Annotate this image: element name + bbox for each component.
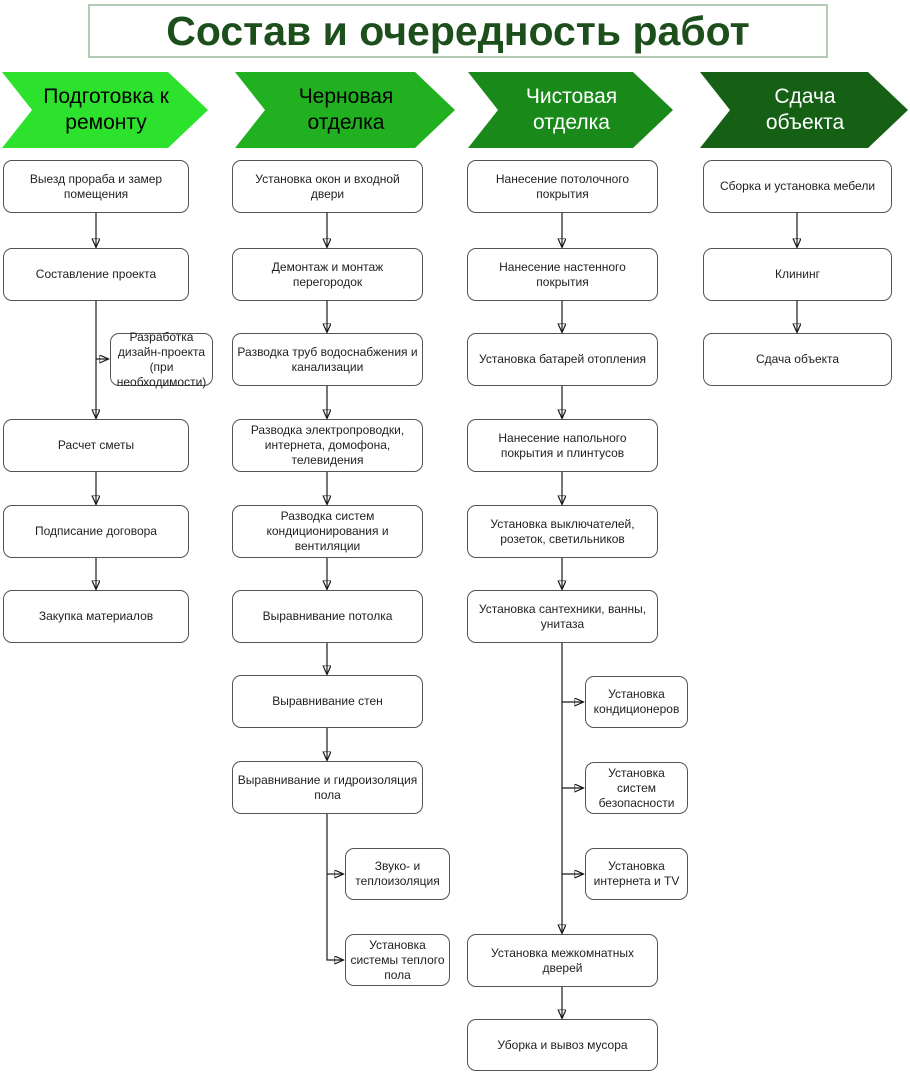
node-air-conditioners: Установка кондиционеров bbox=[585, 676, 688, 728]
node-walls-leveling: Выравнивание стен bbox=[232, 675, 423, 728]
node-furniture-assembly: Сборка и установка мебели bbox=[703, 160, 892, 213]
node-foreman-visit: Выезд прораба и замер помещения bbox=[3, 160, 189, 213]
node-materials-purchase: Закупка материалов bbox=[3, 590, 189, 643]
phase-arrow-handover: Сдача объекта bbox=[700, 72, 908, 148]
node-partitions-demolition: Демонтаж и монтаж перегородок bbox=[232, 248, 423, 301]
node-wall-coating: Нанесение настенного покрытия bbox=[467, 248, 658, 301]
node-handover: Сдача объекта bbox=[703, 333, 892, 386]
column-2-connectors bbox=[327, 213, 343, 960]
node-switches-sockets-lights: Установка выключателей, розеток, светиль… bbox=[467, 505, 658, 558]
node-water-sewer-piping: Разводка труб водоснабжения и канализаци… bbox=[232, 333, 423, 386]
phase-arrow-fine-finishing-label: Чистовая отделка bbox=[525, 85, 618, 134]
node-cost-estimate: Расчет сметы bbox=[3, 419, 189, 472]
phase-arrow-preparation-label: Подготовка к ремонту bbox=[43, 85, 169, 134]
node-interior-doors: Установка межкомнатных дверей bbox=[467, 934, 658, 987]
page-title: Состав и очередность работ bbox=[88, 4, 828, 58]
node-security-systems: Установка систем безопасности bbox=[585, 762, 688, 814]
node-floor-waterproofing: Выравнивание и гидроизоляция пола bbox=[232, 761, 423, 814]
node-cleaning: Клининг bbox=[703, 248, 892, 301]
node-plumbing-fixtures: Установка сантехники, ванны, унитаза bbox=[467, 590, 658, 643]
node-electrical-wiring: Разводка электропроводки, интернета, дом… bbox=[232, 419, 423, 472]
node-ceiling-leveling: Выравнивание потолка bbox=[232, 590, 423, 643]
node-underfloor-heating: Установка системы теплого пола bbox=[345, 934, 450, 986]
node-sound-heat-insulation: Звуко- и теплоизоляция bbox=[345, 848, 450, 900]
node-radiators-install: Установка батарей отопления bbox=[467, 333, 658, 386]
node-ceiling-coating: Нанесение потолочного покрытия bbox=[467, 160, 658, 213]
phase-arrow-fine-finishing: Чистовая отделка bbox=[468, 72, 673, 148]
phase-arrow-rough-finishing-label: Черновая отделка bbox=[298, 85, 394, 134]
phase-arrow-handover-label: Сдача объекта bbox=[765, 85, 845, 134]
node-project-drafting: Составление проекта bbox=[3, 248, 189, 301]
node-windows-entry-door: Установка окон и входной двери bbox=[232, 160, 423, 213]
node-contract-signing: Подписание договора bbox=[3, 505, 189, 558]
phase-arrow-rough-finishing: Черновая отделка bbox=[235, 72, 455, 148]
node-hvac-ducting: Разводка систем кондиционирования и вент… bbox=[232, 505, 423, 558]
node-design-project: Разработка дизайн-проекта (при необходим… bbox=[110, 330, 213, 389]
node-internet-tv: Установка интернета и TV bbox=[585, 848, 688, 900]
node-floor-coating-skirting: Нанесение напольного покрытия и плинтусо… bbox=[467, 419, 658, 472]
node-garbage-removal: Уборка и вывоз мусора bbox=[467, 1019, 658, 1071]
phase-arrow-preparation: Подготовка к ремонту bbox=[2, 72, 208, 148]
